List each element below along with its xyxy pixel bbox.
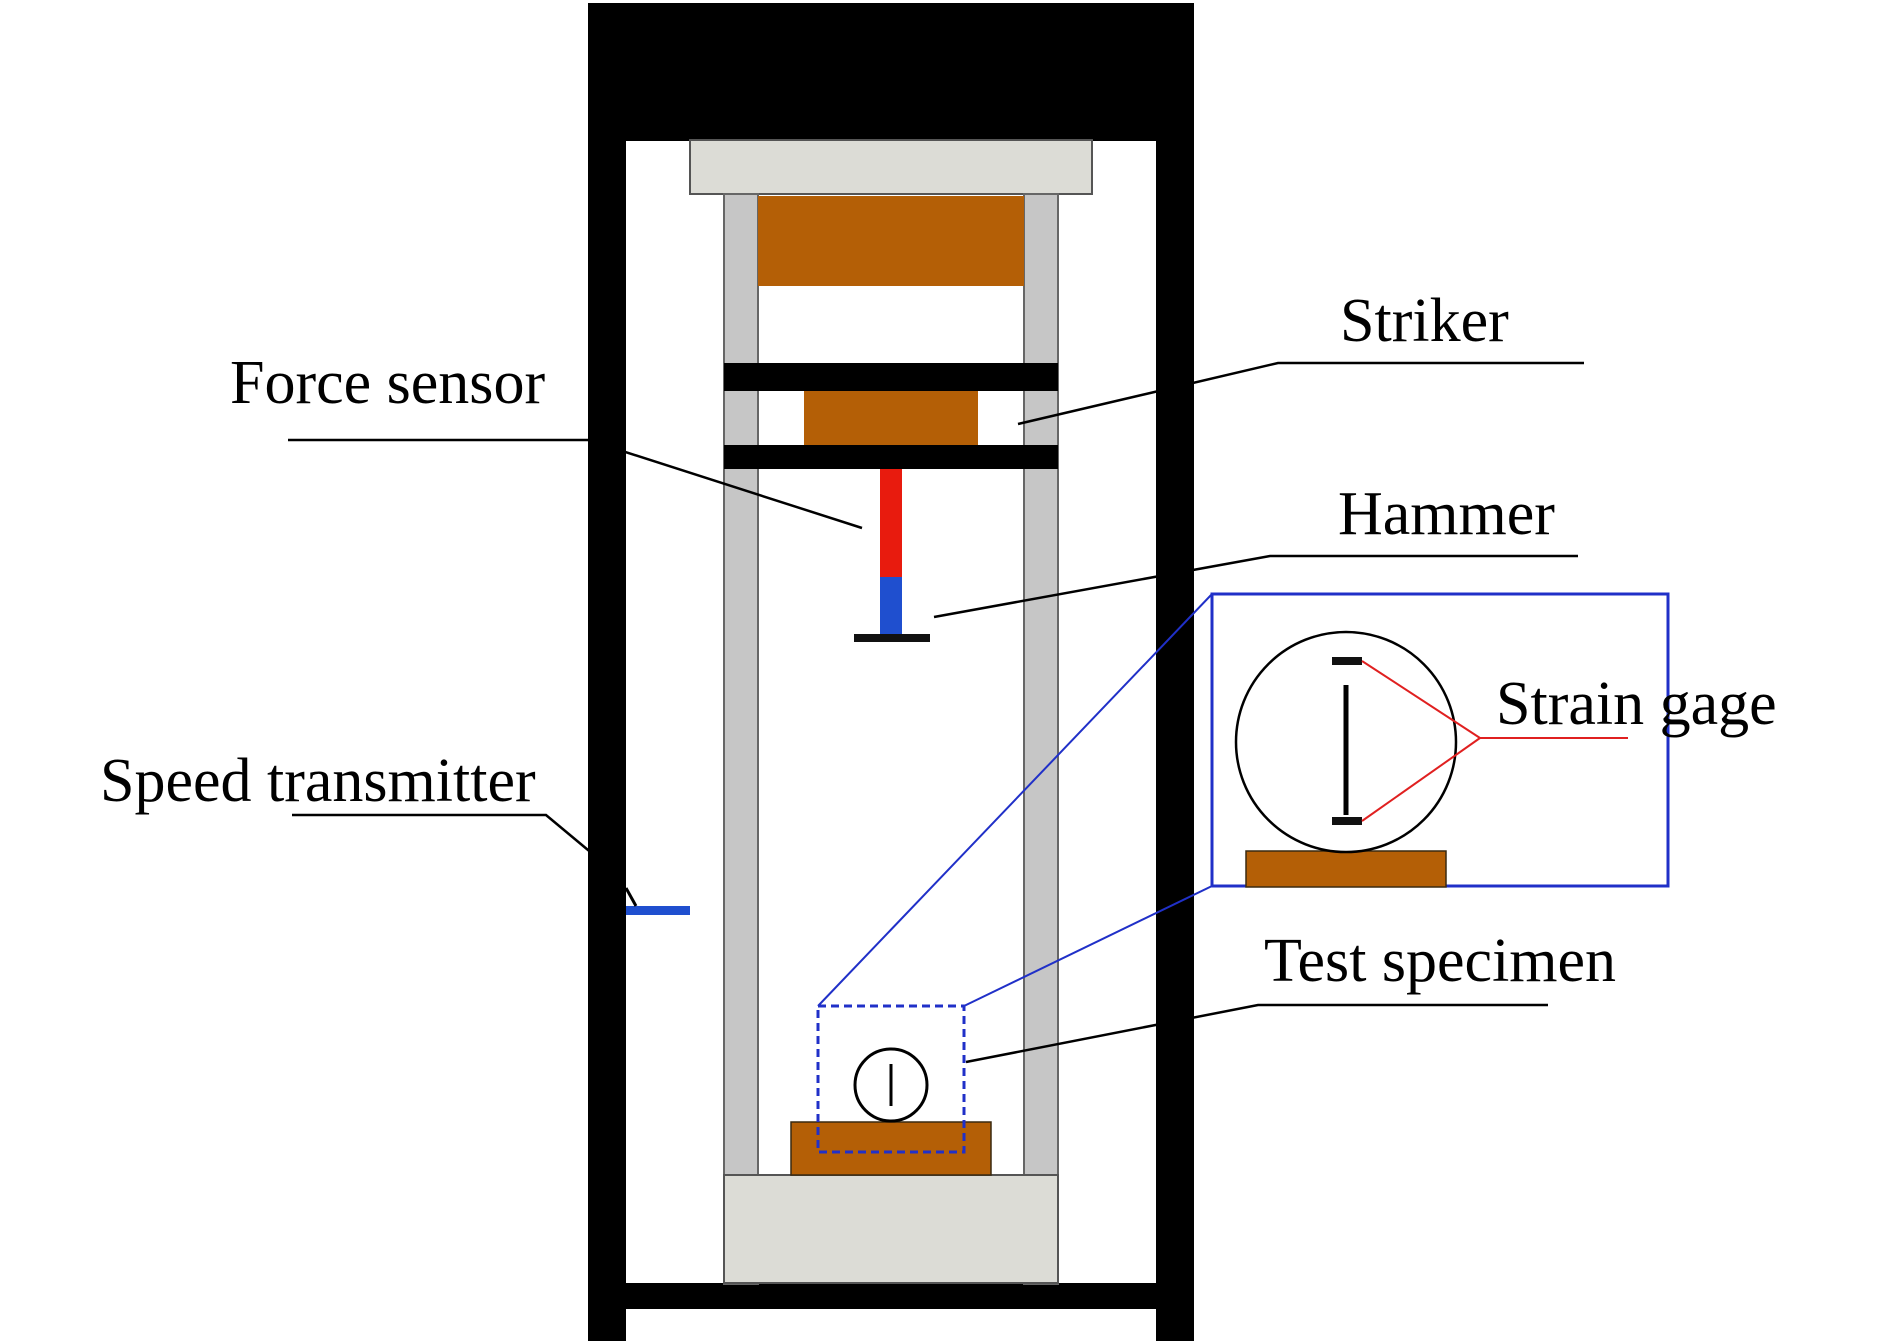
right-guide-column <box>1023 193 1059 1285</box>
frame-top-crossbar <box>588 3 1194 141</box>
strain-gage-top <box>1332 657 1362 665</box>
upper-beam <box>758 196 1024 286</box>
strain-gage-bottom <box>1332 817 1362 825</box>
striker-block <box>804 391 978 445</box>
leader-hammer <box>933 554 1578 619</box>
detail-connector-lines <box>817 593 1213 1007</box>
strain-gage-detail-inset <box>1210 592 1670 888</box>
hammer-blue-section <box>880 577 902 635</box>
label-force-sensor: Force sensor <box>230 349 545 417</box>
leader-force-sensor <box>288 438 863 530</box>
label-hammer: Hammer <box>1338 480 1555 548</box>
left-guide-column <box>723 193 759 1285</box>
hammer-head-plate <box>854 634 930 642</box>
speed-transmitter-bar <box>626 906 690 915</box>
label-speed-transmitter: Speed transmitter <box>100 747 536 815</box>
striker-lower-bar <box>724 445 1058 469</box>
force-sensor-red-section <box>880 469 902 577</box>
leader-test-specimen <box>965 1003 1548 1064</box>
test-specimen-assembly <box>790 1004 992 1176</box>
outer-frame <box>588 3 1194 1341</box>
diagram-labels: Striker Force sensor Hammer Strain gage … <box>100 287 1777 995</box>
gage-wire-bottom <box>1361 737 1481 822</box>
leader-speed-transmitter <box>292 813 595 856</box>
frame-bottom-crossbar <box>588 1283 1194 1309</box>
specimen-base-block <box>790 1121 992 1176</box>
label-striker: Striker <box>1340 287 1509 355</box>
frame-right-post <box>1156 3 1194 1341</box>
label-test-specimen: Test specimen <box>1264 927 1616 995</box>
detail-base-block <box>1245 850 1447 888</box>
frame-left-post <box>588 3 626 1341</box>
speed-transmitter-device <box>624 887 690 915</box>
leader-striker <box>1017 361 1584 426</box>
hammer-assembly <box>854 469 930 642</box>
leader-lines <box>288 361 1584 1064</box>
specimen-detail-dashed-box <box>816 1004 966 1154</box>
striker-assembly <box>724 363 1058 469</box>
striker-upper-bar <box>724 363 1058 391</box>
gage-wire-top <box>1361 660 1481 739</box>
lower-plate <box>723 1174 1059 1284</box>
top-plate <box>689 139 1093 195</box>
label-strain-gage: Strain gage <box>1496 670 1777 738</box>
